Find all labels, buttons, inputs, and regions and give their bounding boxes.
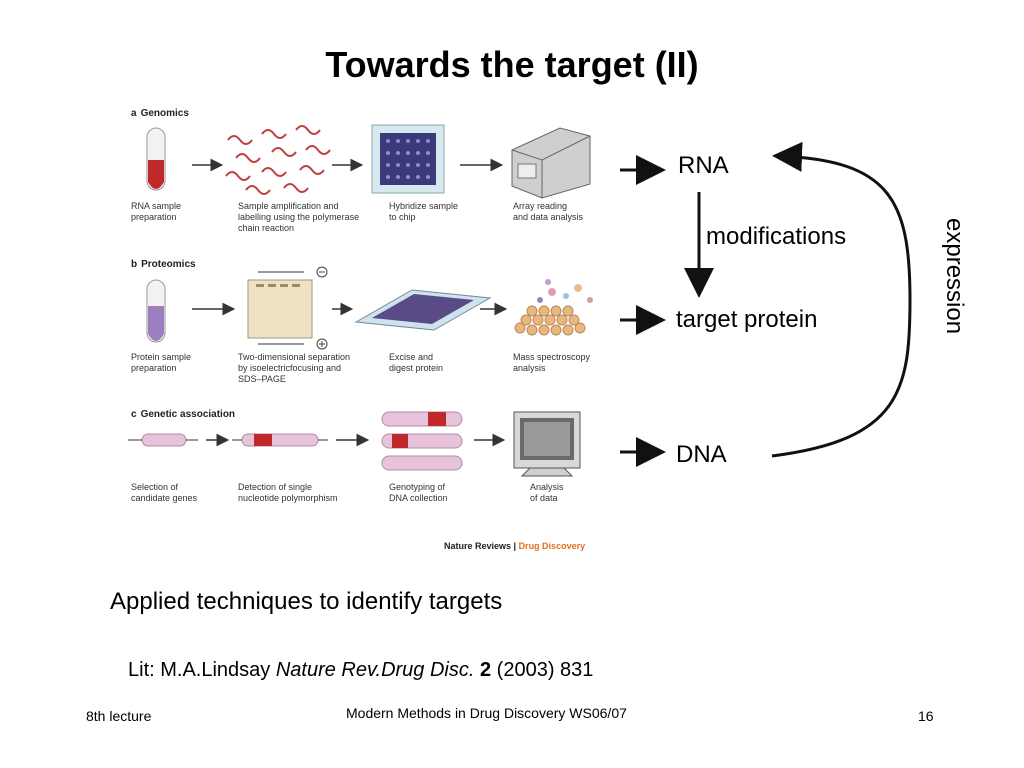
label-dna: DNA [676, 441, 727, 468]
step-caption: Excise and digest protein [389, 352, 444, 373]
process-arrows [192, 158, 508, 447]
step-caption: Selection of candidate genes [131, 482, 198, 503]
snp-gene-icon [232, 433, 328, 447]
label-target-protein: target protein [676, 306, 818, 333]
step-caption: RNA sample preparation [131, 201, 182, 222]
step-caption: Two-dimensional separation by isoelectri… [238, 352, 351, 384]
mass-spec-beads-icon [514, 279, 593, 336]
monitor-icon [513, 411, 581, 477]
step-caption: Mass spectroscopy analysis [513, 352, 591, 373]
step-caption: Hybridize sample to chip [389, 201, 459, 222]
slide-subtitle: Applied techniques to identify targets [110, 588, 503, 615]
rna-tube-icon [146, 127, 166, 191]
gel-electrophoresis-icon [247, 266, 328, 350]
footer-course: Modern Methods in Drug Discovery WS06/07 [346, 705, 627, 721]
step-caption: Analysis of data [530, 482, 564, 503]
step-caption: Sample amplification and labelling using… [238, 201, 360, 233]
label-rna: RNA [678, 152, 729, 179]
protein-gel-plate-icon [354, 289, 492, 331]
array-reader-icon [511, 127, 591, 199]
protein-tube-icon [146, 279, 166, 343]
step-caption: Detection of single nucleotide polymorph… [238, 482, 338, 503]
label-arrows [620, 155, 666, 467]
slide-title: Towards the target (II) [325, 44, 699, 85]
dna-chip-icon [371, 124, 445, 194]
literature-reference: Lit: M.A.Lindsay Nature Rev.Drug Disc. 2… [128, 659, 594, 681]
genotyping-icon [381, 411, 463, 471]
footer-page-number: 16 [918, 708, 934, 724]
label-expression: expression [941, 218, 968, 335]
step-caption: Genotyping of DNA collection [389, 482, 448, 503]
expression-curve-arrow [771, 141, 912, 458]
figure-credit: Nature Reviews | Drug Discovery [444, 541, 586, 551]
step-caption: Array reading and data analysis [513, 201, 584, 222]
footer-lecture: 8th lecture [86, 708, 152, 724]
step-caption: Protein sample preparation [131, 352, 192, 373]
amplification-strands-icon [225, 125, 331, 195]
candidate-gene-icon [128, 433, 198, 447]
label-modifications: modifications [706, 223, 847, 250]
